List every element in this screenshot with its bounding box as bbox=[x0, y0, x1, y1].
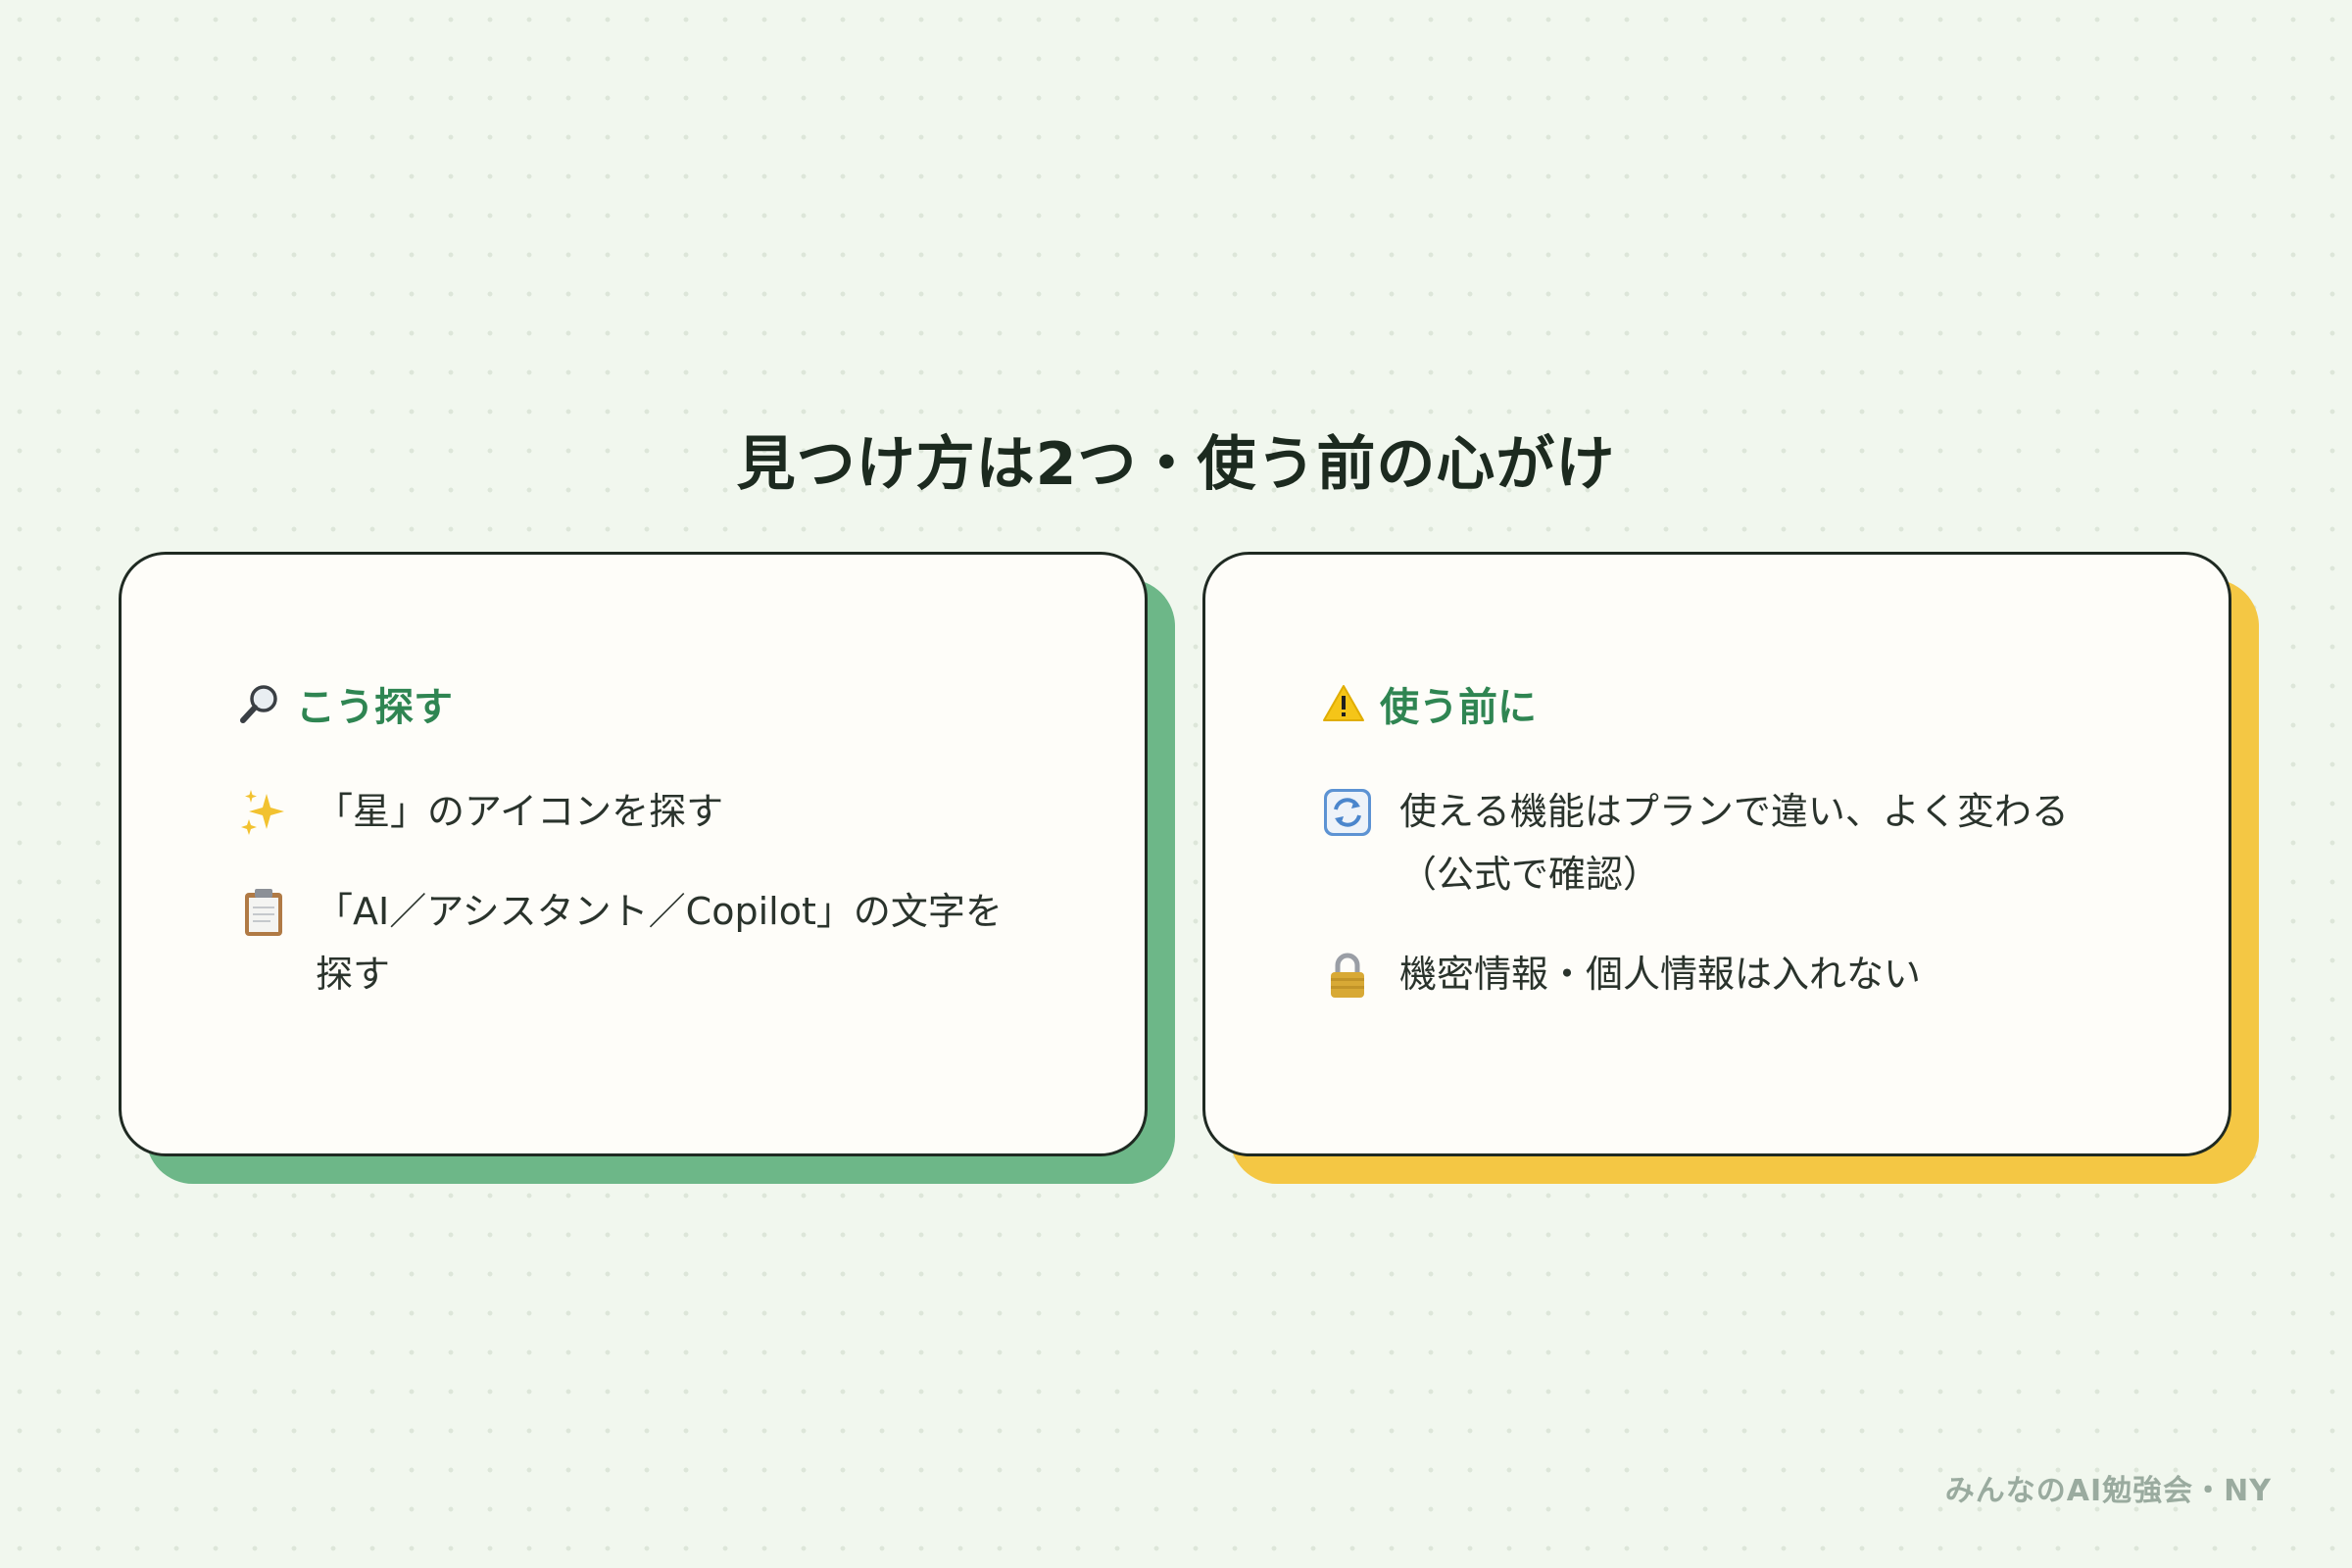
magnifier-icon bbox=[237, 681, 282, 726]
warning-icon bbox=[1321, 681, 1366, 726]
item-text: 「AI／アシスタント／Copilot」の文字を探す bbox=[316, 890, 1003, 996]
list-item: 機密情報・個人情報は入れない bbox=[1321, 943, 2125, 1005]
card-body: こう探す 「星」のアイコンを探す bbox=[119, 552, 1148, 1156]
item-text: 「星」のアイコンを探す bbox=[316, 790, 724, 833]
precautions-card: 使う前に 使える機能はプランで違い、よく変わる（公式で確認） bbox=[1202, 552, 2259, 1184]
item-text: 機密情報・個人情報は入れない bbox=[1399, 953, 1922, 996]
list-item: 「AI／アシスタント／Copilot」の文字を探す bbox=[237, 880, 1041, 1005]
refresh-icon bbox=[1321, 786, 1374, 839]
list-item: 使える機能はプランで違い、よく変わる（公式で確認） bbox=[1321, 780, 2125, 906]
card-heading: こう探す bbox=[237, 674, 1145, 733]
page-title: 見つけ方は2つ・使う前の心がけ bbox=[736, 430, 1616, 499]
footer-credit: みんなのAI勉強会・NY bbox=[1944, 1474, 2272, 1508]
clipboard-icon bbox=[237, 886, 290, 939]
list-item: 「星」のアイコンを探す bbox=[237, 780, 1041, 843]
lock-icon bbox=[1321, 949, 1374, 1002]
search-tips-card: こう探す 「星」のアイコンを探す bbox=[119, 552, 1175, 1184]
item-text: 使える機能はプランで違い、よく変わる（公式で確認） bbox=[1399, 790, 2069, 896]
card-body: 使う前に 使える機能はプランで違い、よく変わる（公式で確認） bbox=[1202, 552, 2231, 1156]
card-heading-label: 使う前に bbox=[1380, 685, 1537, 730]
card-heading: 使う前に bbox=[1321, 674, 2229, 733]
card-heading-label: こう探す bbox=[296, 685, 453, 730]
sparkles-icon bbox=[237, 786, 290, 839]
